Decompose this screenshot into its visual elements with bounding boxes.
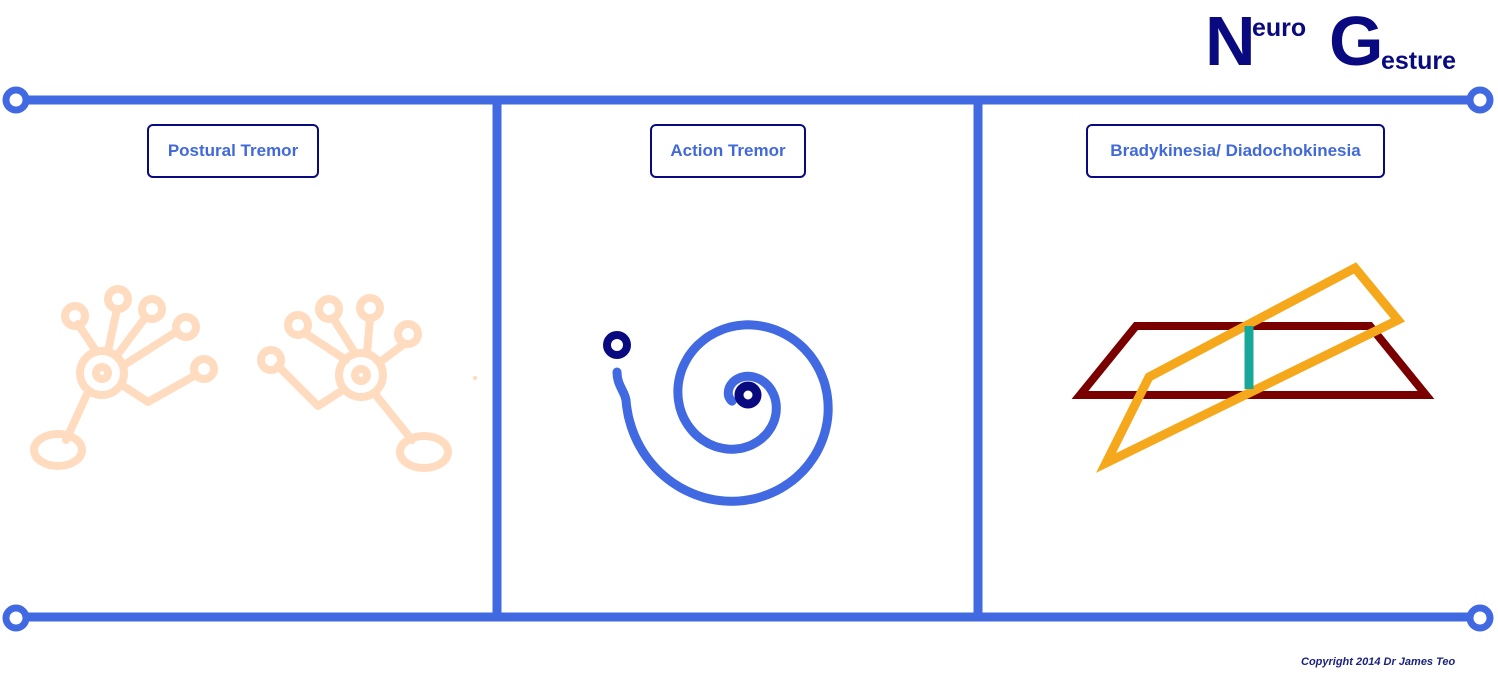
stray-dot — [473, 376, 477, 380]
tapping-planes-icon[interactable] — [1071, 262, 1435, 473]
maroon-plane — [1071, 322, 1435, 399]
rail-end-top-right — [1466, 86, 1494, 114]
right-hand-icon — [257, 294, 452, 472]
left-hand-icon — [30, 285, 218, 470]
logo-n: N — [1205, 2, 1256, 80]
logo-esture: esture — [1381, 47, 1457, 75]
frame — [2, 86, 1494, 632]
neurogesture-logo: N euro G esture — [1205, 6, 1467, 78]
spiral-curve — [612, 320, 833, 506]
rail-end-top-left — [2, 86, 30, 114]
tab-postural-tremor[interactable]: Postural Tremor — [147, 124, 319, 178]
copyright-text: Copyright 2014 Dr James Teo — [1301, 656, 1456, 668]
tab-bradykinesia[interactable]: Bradykinesia/ Diadochokinesia — [1086, 124, 1385, 178]
rail-end-bottom-left — [2, 604, 30, 632]
logo-g: G — [1329, 2, 1384, 80]
hands-outstretched-icon[interactable] — [30, 285, 477, 472]
tab-action-tremor-label: Action Tremor — [670, 141, 786, 160]
tab-action-tremor[interactable]: Action Tremor — [650, 124, 806, 178]
spiral-center-point — [734, 381, 762, 409]
tab-postural-tremor-label: Postural Tremor — [167, 141, 299, 160]
rail-end-bottom-right — [1466, 604, 1494, 632]
logo-euro: euro — [1252, 14, 1307, 42]
tab-bradykinesia-label: Bradykinesia/ Diadochokinesia — [1110, 141, 1361, 160]
spiral-icon[interactable] — [603, 320, 833, 506]
spiral-start-point — [603, 331, 631, 359]
orange-plane — [1096, 262, 1406, 473]
